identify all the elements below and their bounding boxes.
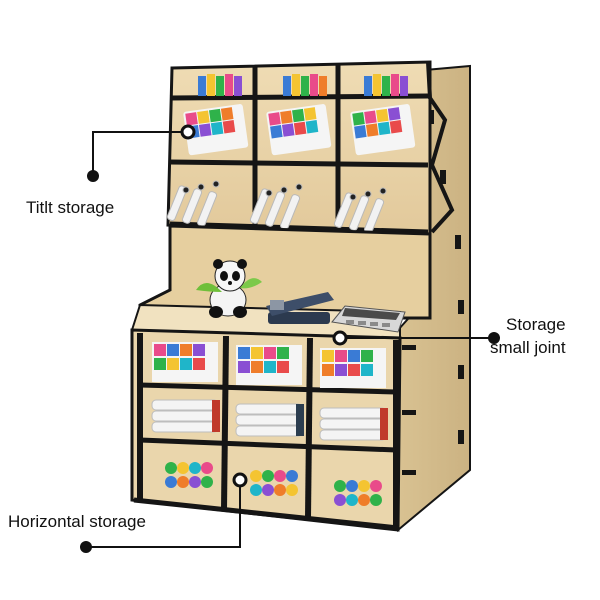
calculator xyxy=(331,305,406,333)
callout-dot-tilt xyxy=(87,170,99,182)
stapler xyxy=(266,292,334,324)
horizontal-storage-label: Horizontal storage xyxy=(8,512,146,531)
brush-pens xyxy=(166,180,387,234)
cabinet-row1-markers xyxy=(152,342,386,388)
tilt-storage-label: Titlt storage xyxy=(26,198,115,217)
callout-dot-tilt-origin xyxy=(180,124,196,140)
second-row-markers xyxy=(183,104,416,156)
cabinet-row2-pens xyxy=(151,399,388,441)
callout-dot-joint xyxy=(488,332,500,344)
cabinet-row3-markers xyxy=(165,462,382,506)
callout-dot-horizontal-origin xyxy=(232,472,248,488)
panda-figurine xyxy=(196,259,262,318)
callout-horizontal-storage xyxy=(80,472,248,553)
callout-dot-horizontal xyxy=(80,541,92,553)
storage-label-line1: Storage xyxy=(506,315,566,334)
storage-joint-label: Storage small joint xyxy=(490,314,566,360)
callout-dot-joint-origin xyxy=(332,330,348,346)
callout-storage-joint xyxy=(332,330,500,346)
callout-tilt-storage xyxy=(87,124,196,182)
storage-label-line2: small joint xyxy=(490,337,566,357)
top-row-markers xyxy=(198,74,408,96)
